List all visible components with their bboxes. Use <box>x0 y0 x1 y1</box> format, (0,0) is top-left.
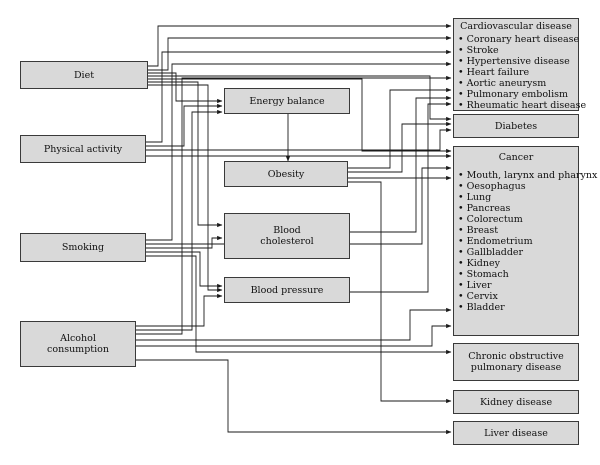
blood-cholesterol-line2: cholesterol <box>260 236 314 247</box>
blood-cholesterol-line1: Blood <box>273 225 301 236</box>
arrow-pressure-cardiovascular <box>350 101 452 293</box>
list-item: Cervix <box>458 291 578 302</box>
list-item: Bladder <box>458 302 578 313</box>
liver-disease-label: Liver disease <box>484 427 548 439</box>
list-item: Endometrium <box>458 236 578 247</box>
copd-line1: Chronic obstructive <box>468 351 564 362</box>
energy-balance-box: Energy balance <box>224 88 350 114</box>
list-item: Stomach <box>458 269 578 280</box>
cancer-title: Cancer <box>498 152 534 163</box>
list-item: Kidney <box>458 258 578 269</box>
arrow-alcohol-cancer-2 <box>136 323 452 347</box>
arrow-diet-cardiovascular-2 <box>148 35 452 71</box>
arrow-smoking-cardiovascular <box>146 61 452 241</box>
physical-activity-label: Physical activity <box>43 143 123 155</box>
diet-label: Diet <box>73 69 95 81</box>
arrow-pa-cardiovascular <box>146 49 452 143</box>
arrow-obesity-diabetes <box>348 121 452 173</box>
arrow-alcohol-cardiovascular <box>136 75 452 335</box>
list-item: Breast <box>458 225 578 236</box>
diabetes-label: Diabetes <box>494 120 538 132</box>
arrow-diet-cancer <box>148 78 452 154</box>
arrow-diet-energy <box>148 72 223 104</box>
diet-box: Diet <box>20 61 148 89</box>
kidney-disease-box: Kidney disease <box>453 390 579 414</box>
list-item: Colorectum <box>458 214 578 225</box>
cardiovascular-box: Cardiovascular disease Coronary heart di… <box>453 18 586 111</box>
cardiovascular-list: Coronary heart disease Stroke Hypertensi… <box>454 34 586 111</box>
arrow-diet-pressure <box>148 84 223 293</box>
list-item: Heart failure <box>458 67 578 78</box>
arrow-alcohol-liver <box>136 359 452 435</box>
list-item: Liver <box>458 280 578 291</box>
cancer-list: Mouth, larynx and pharynx Oesophagus Lun… <box>454 170 598 313</box>
copd-box: Chronic obstructive pulmonary disease <box>453 343 579 381</box>
arrow-cholesterol-cardiovascular <box>350 95 452 233</box>
list-item: Mouth, larynx and pharynx <box>458 170 598 181</box>
alcohol-label-line2: consumption <box>47 344 109 355</box>
list-item: Coronary heart disease <box>458 34 580 45</box>
list-item: Gallbladder <box>458 247 578 258</box>
arrow-obesity-kidney <box>348 181 452 404</box>
list-item: Pulmonary embolism <box>458 89 578 100</box>
list-item: Aortic aneurysm <box>458 78 578 89</box>
diabetes-box: Diabetes <box>453 114 579 138</box>
energy-balance-label: Energy balance <box>249 95 325 107</box>
obesity-label: Obesity <box>267 168 305 180</box>
smoking-label: Smoking <box>61 242 105 253</box>
list-item: Lung <box>458 192 578 203</box>
list-item: Rheumatic heart disease <box>458 100 586 111</box>
list-item: Hypertensive disease <box>458 56 578 67</box>
list-item: Pancreas <box>458 203 578 214</box>
arrow-diet-cardiovascular <box>148 23 452 67</box>
arrow-alcohol-cancer <box>136 307 452 341</box>
copd-line2: pulmonary disease <box>470 362 562 373</box>
alcohol-label-line1: Alcohol <box>60 333 96 344</box>
cardiovascular-title: Cardiovascular disease <box>460 21 572 32</box>
arrow-obesity-cardiovascular <box>348 87 452 169</box>
physical-activity-box: Physical activity <box>20 135 146 163</box>
blood-cholesterol-box: Blood cholesterol <box>224 213 350 259</box>
arrow-smoking-pressure <box>146 251 223 289</box>
arrow-alcohol-pressure <box>136 293 223 327</box>
alcohol-box: Alcohol consumption <box>20 321 136 367</box>
arrow-diet-cholesterol <box>148 81 223 228</box>
cancer-box: Cancer Mouth, larynx and pharynx Oesopha… <box>453 146 598 336</box>
arrow-alcohol-energy <box>136 109 223 331</box>
blood-pressure-label: Blood pressure <box>250 284 324 296</box>
list-item: Oesophagus <box>458 181 578 192</box>
obesity-box: Obesity <box>224 161 348 187</box>
arrow-diet-diabetes <box>148 75 452 122</box>
arrow-smoking-copd <box>146 255 452 355</box>
arrow-pa-diabetes <box>146 127 452 151</box>
arrow-smoking-cholesterol <box>146 235 223 249</box>
blood-pressure-box: Blood pressure <box>224 277 350 303</box>
smoking-box: Smoking <box>20 233 146 262</box>
kidney-disease-label: Kidney disease <box>479 396 553 408</box>
liver-disease-box: Liver disease <box>453 421 579 445</box>
arrow-pa-energy <box>146 103 223 147</box>
list-item: Stroke <box>458 45 578 56</box>
